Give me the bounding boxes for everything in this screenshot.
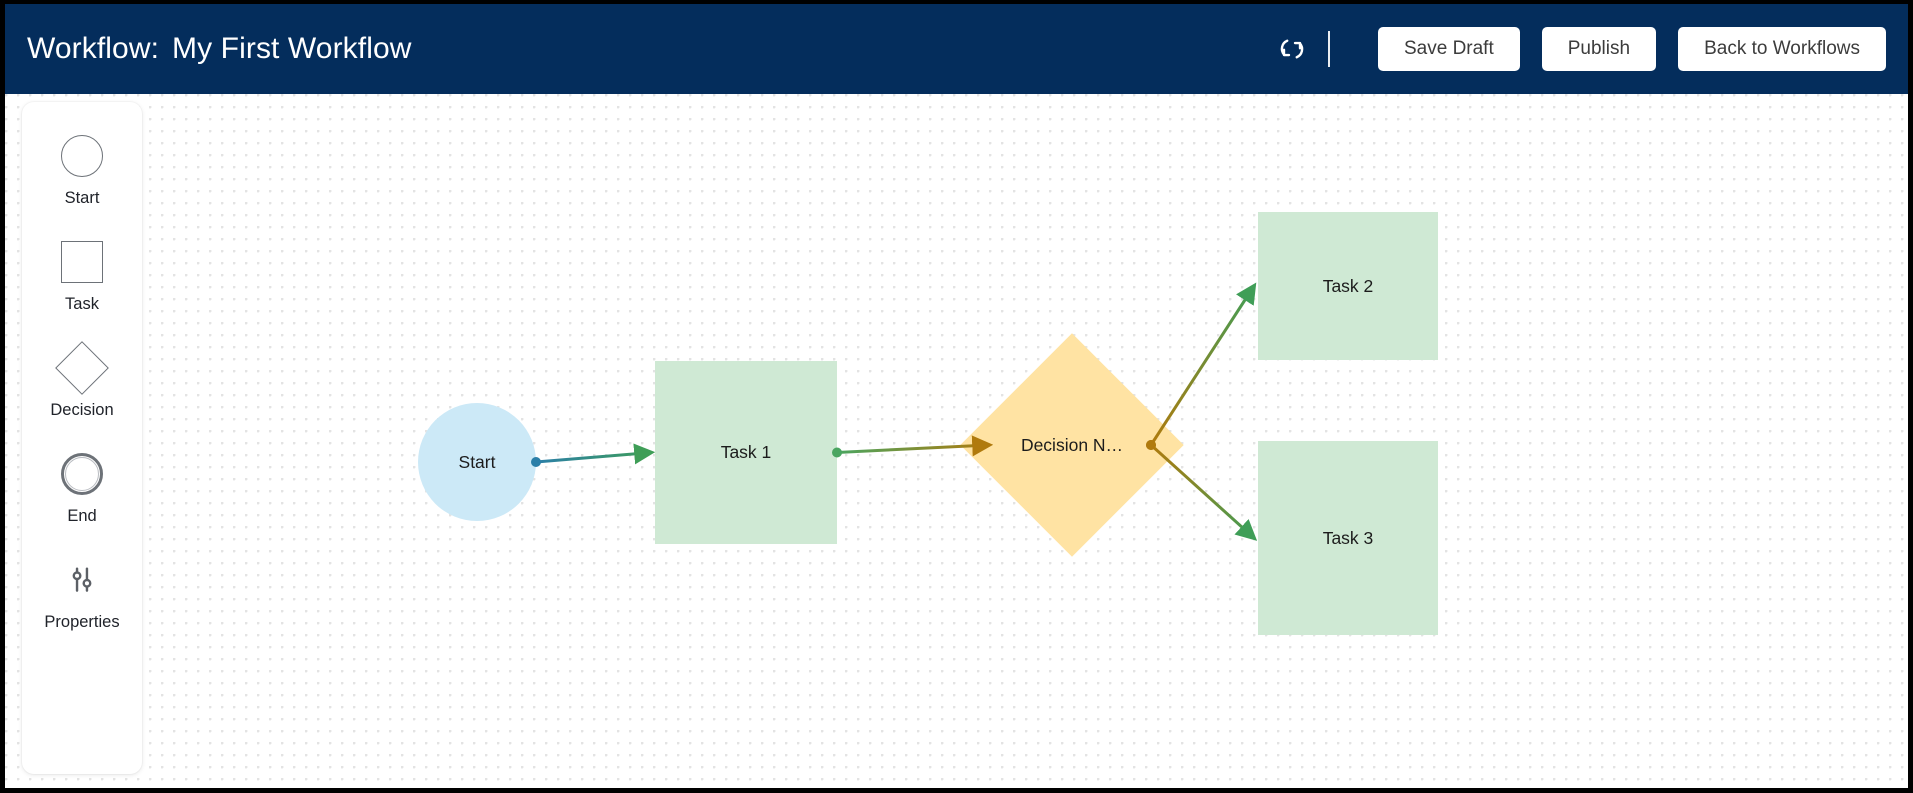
circle-outline-icon bbox=[61, 128, 103, 184]
page-title: Workflow: My First Workflow bbox=[27, 32, 412, 66]
flow-node-task2[interactable]: Task 2 bbox=[1258, 212, 1438, 360]
palette-item-decision-label: Decision bbox=[50, 401, 114, 419]
flow-node-task3[interactable]: Task 3 bbox=[1258, 441, 1438, 635]
palette-item-start[interactable]: Start bbox=[22, 128, 142, 208]
sync-refresh-icon-button[interactable] bbox=[1270, 27, 1314, 71]
app-frame: Workflow: My First Workflow bbox=[5, 4, 1908, 788]
publish-button[interactable]: Publish bbox=[1541, 27, 1657, 71]
page-title-name: My First Workflow bbox=[172, 32, 412, 65]
diamond-outline-icon bbox=[55, 340, 109, 396]
shape-palette: Start Task Decision bbox=[22, 102, 142, 774]
flow-node-task3-label: Task 3 bbox=[1322, 527, 1374, 548]
flow-node-dec1-label: Decision N… bbox=[1020, 434, 1124, 455]
app-header: Workflow: My First Workflow bbox=[5, 4, 1908, 94]
palette-item-end-label: End bbox=[67, 507, 97, 525]
page-title-label: Workflow: bbox=[27, 32, 160, 65]
flow-node-start[interactable]: Start bbox=[418, 403, 536, 521]
edges-layer bbox=[531, 282, 1258, 541]
save-draft-button[interactable]: Save Draft bbox=[1377, 27, 1520, 71]
edge-e-dec1-task2[interactable] bbox=[1149, 282, 1257, 446]
header-divider bbox=[1327, 31, 1330, 67]
palette-item-properties[interactable]: Properties bbox=[22, 552, 142, 632]
square-outline-icon bbox=[61, 234, 103, 290]
header-actions: Save Draft Publish Back to Workflows bbox=[1270, 27, 1886, 71]
flow-node-task2-label: Task 2 bbox=[1322, 275, 1374, 296]
sync-refresh-icon bbox=[1277, 34, 1307, 64]
palette-item-properties-label: Properties bbox=[44, 613, 120, 631]
palette-item-start-label: Start bbox=[64, 189, 100, 207]
sliders-icon bbox=[65, 552, 99, 608]
back-to-workflows-button[interactable]: Back to Workflows bbox=[1678, 27, 1886, 71]
flow-node-start-label: Start bbox=[458, 451, 496, 472]
flow-node-dec1[interactable]: Decision N… bbox=[960, 333, 1184, 557]
flow-node-task1-label: Task 1 bbox=[720, 442, 772, 462]
palette-item-end[interactable]: End bbox=[22, 446, 142, 526]
palette-item-task[interactable]: Task bbox=[22, 234, 142, 314]
double-circle-icon bbox=[61, 446, 103, 502]
flow-node-task1[interactable]: Task 1 bbox=[655, 361, 837, 544]
edge-e-start-task1[interactable] bbox=[535, 443, 656, 465]
palette-item-task-label: Task bbox=[65, 295, 99, 313]
palette-item-decision[interactable]: Decision bbox=[22, 340, 142, 420]
